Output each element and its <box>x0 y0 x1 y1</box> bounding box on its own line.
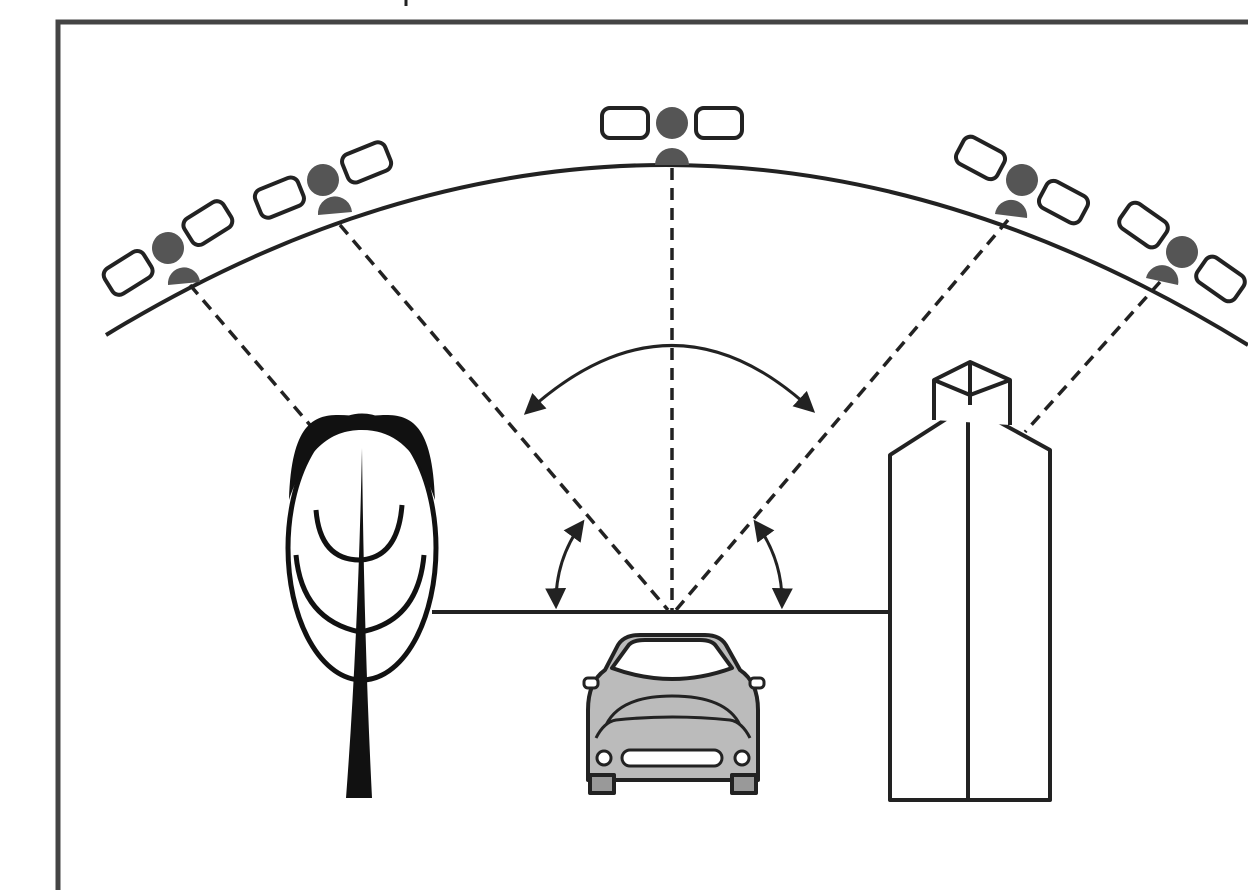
satellite-far-right-icon <box>1115 199 1248 306</box>
building-obstruction-icon <box>890 362 1050 800</box>
signal-path-blocked-right <box>1025 282 1160 432</box>
satellite-zenith-icon <box>602 107 742 139</box>
tree-obstruction-icon <box>288 415 436 798</box>
sky-coverage-angle-arrow <box>527 345 812 412</box>
signal-path-blocked-left <box>190 285 310 425</box>
elevation-angle-arrow-left <box>556 523 582 605</box>
car-receiver-icon <box>584 635 764 793</box>
elevation-angle-arrow-right <box>756 523 782 605</box>
